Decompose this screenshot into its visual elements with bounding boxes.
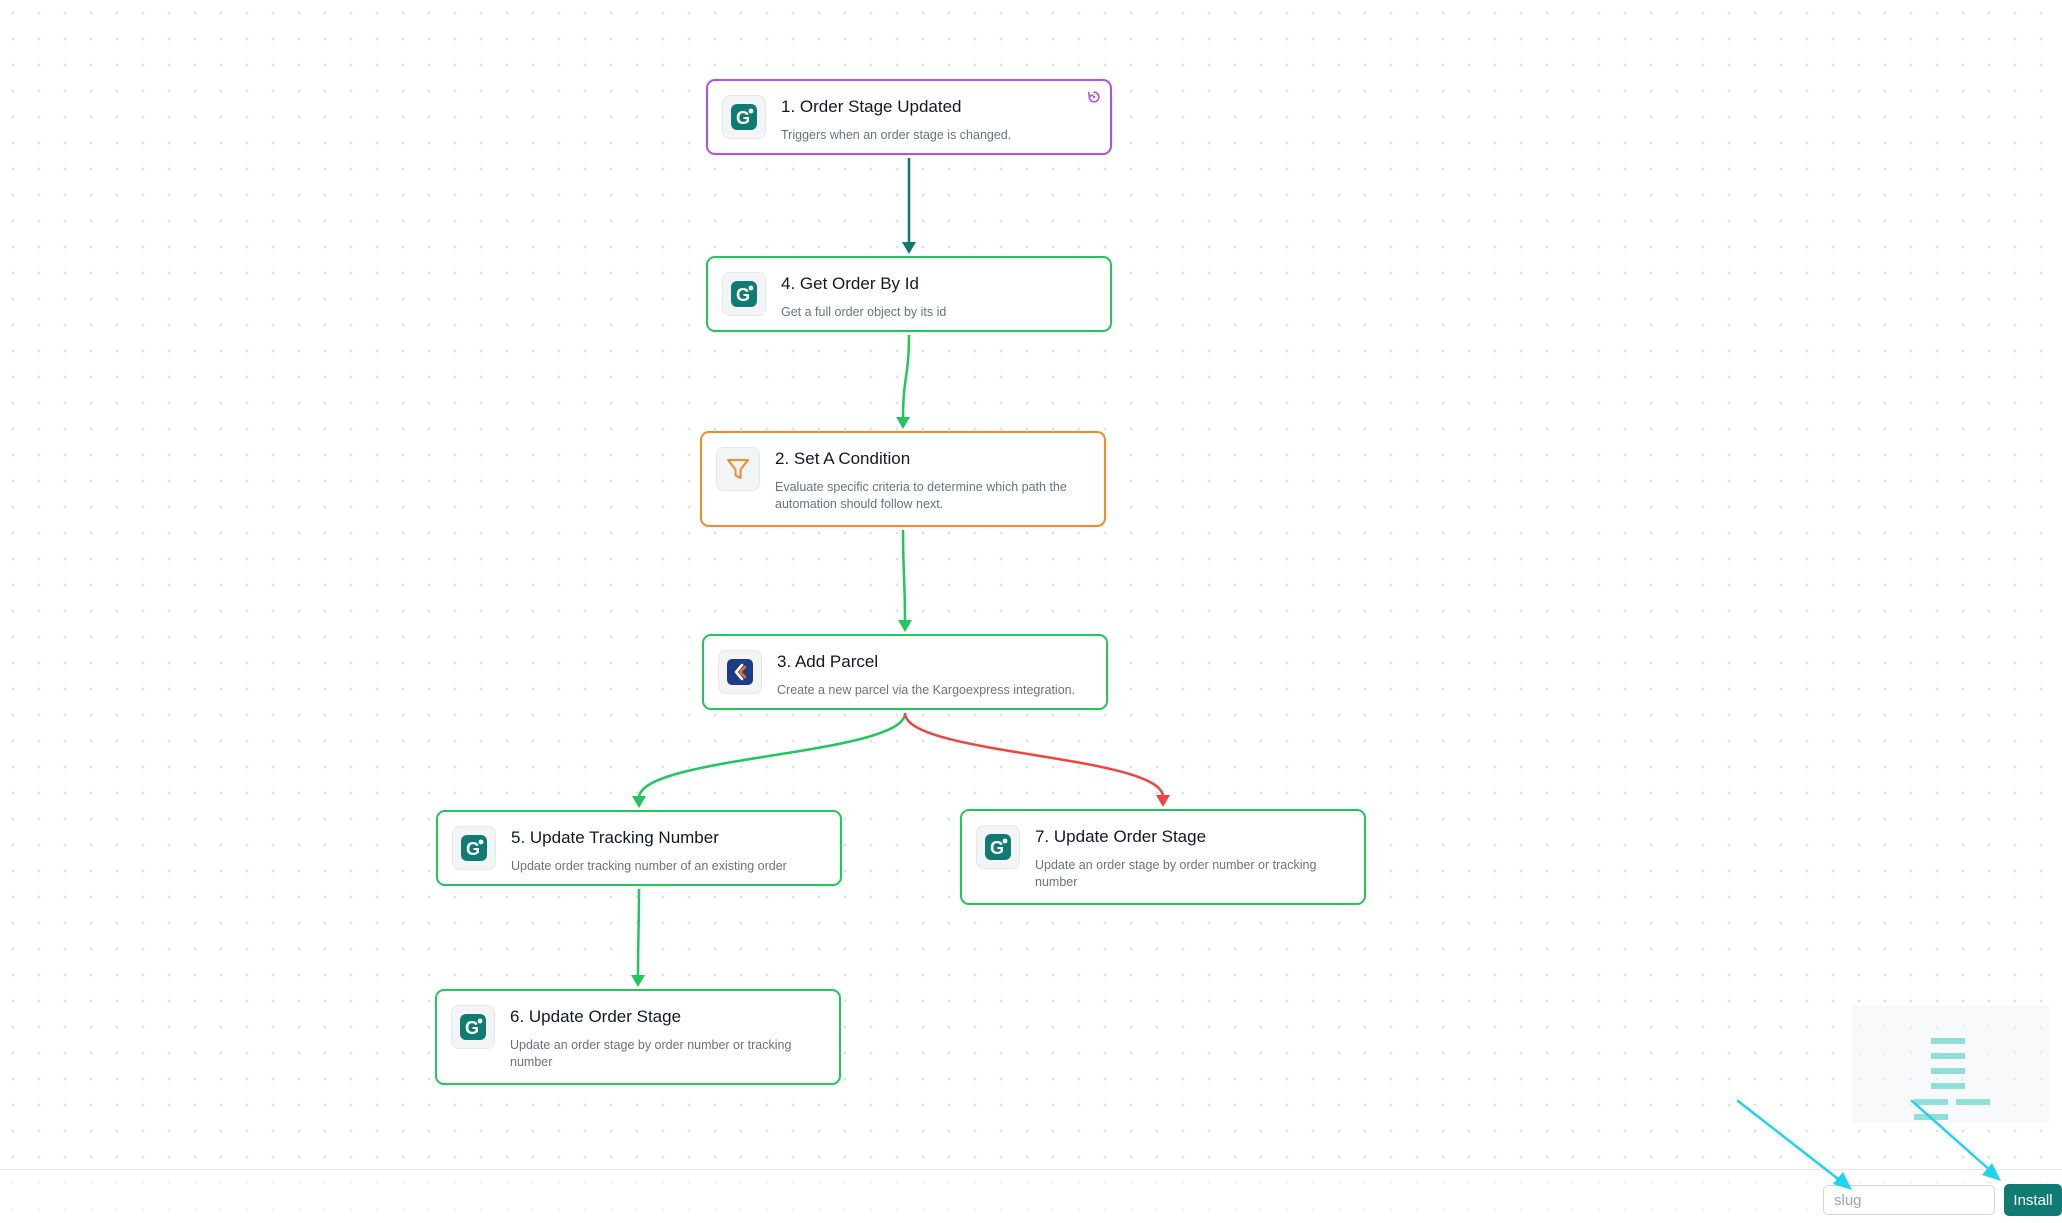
node-update-order-stage-failure[interactable]: G 7. Update Order Stage Update an order … <box>960 809 1366 905</box>
edge-arrowhead-n4-n2 <box>896 417 910 429</box>
node-title: 1. Order Stage Updated <box>781 97 962 116</box>
gumroad-g-icon: G <box>451 1005 495 1049</box>
svg-text:G: G <box>466 839 480 859</box>
node-description: Create a new parcel via the Kargoexpress… <box>777 683 1076 697</box>
node-set-a-condition[interactable]: 2. Set A Condition Evaluate specific cri… <box>700 431 1106 527</box>
edge-arrowhead-n5-n6 <box>631 975 645 987</box>
edge-n4-n2[interactable] <box>901 334 911 420</box>
node-description: Evaluate specific criteria to determine … <box>775 480 1067 511</box>
node-description: Update an order stage by order number or… <box>510 1038 792 1069</box>
install-button[interactable]: Install <box>2004 1184 2062 1216</box>
svg-text:G: G <box>736 285 750 305</box>
edge-arrowhead-n2-n3 <box>898 620 912 632</box>
node-title: 6. Update Order Stage <box>510 1007 682 1026</box>
minimap-preview <box>1914 1038 1990 1120</box>
node-description: Update an order stage by order number or… <box>1035 858 1317 889</box>
edge-arrowhead-n3-n7 <box>1156 795 1170 807</box>
edge-n5-n6[interactable] <box>636 888 641 978</box>
filter-funnel-icon <box>716 447 760 491</box>
gumroad-g-icon: G <box>976 825 1020 869</box>
gumroad-g-icon: G <box>452 826 496 870</box>
slug-input[interactable] <box>1823 1185 1995 1215</box>
edge-n2-n3[interactable] <box>901 529 907 623</box>
node-add-parcel[interactable]: 3. Add Parcel Create a new parcel via th… <box>702 634 1108 710</box>
svg-text:G: G <box>465 1018 479 1038</box>
edge-n3-n7[interactable] <box>903 712 1165 798</box>
gumroad-g-icon: G <box>722 272 766 316</box>
node-description: Get a full order object by its id <box>781 305 947 319</box>
node-order-stage-updated[interactable]: G 1. Order Stage Updated Triggers when a… <box>706 79 1112 155</box>
node-title: 5. Update Tracking Number <box>511 828 719 847</box>
minimap[interactable] <box>1852 1005 2050 1123</box>
bottom-toolbar <box>0 1169 2062 1223</box>
node-title: 7. Update Order Stage <box>1035 827 1207 846</box>
edge-n3-n5[interactable] <box>637 712 907 799</box>
node-description: Update order tracking number of an exist… <box>511 859 787 873</box>
kargoexpress-logo-icon <box>718 650 762 694</box>
node-title: 4. Get Order By Id <box>781 274 919 293</box>
node-title: 2. Set A Condition <box>775 449 911 468</box>
node-title: 3. Add Parcel <box>777 652 879 671</box>
node-update-tracking-number[interactable]: G 5. Update Tracking Number Update order… <box>436 810 842 886</box>
svg-text:G: G <box>736 108 750 128</box>
node-description: Triggers when an order stage is changed. <box>781 128 1012 142</box>
edge-arrowhead-n3-n5 <box>632 796 646 808</box>
edge-arrowhead-n1-n4 <box>902 242 916 254</box>
node-update-order-stage[interactable]: G 6. Update Order Stage Update an order … <box>435 989 841 1085</box>
node-get-order-by-id[interactable]: G 4. Get Order By Id Get a full order ob… <box>706 256 1112 332</box>
gumroad-g-icon: G <box>722 95 766 139</box>
svg-text:G: G <box>990 838 1004 858</box>
retrigger-icon[interactable] <box>1086 89 1102 105</box>
